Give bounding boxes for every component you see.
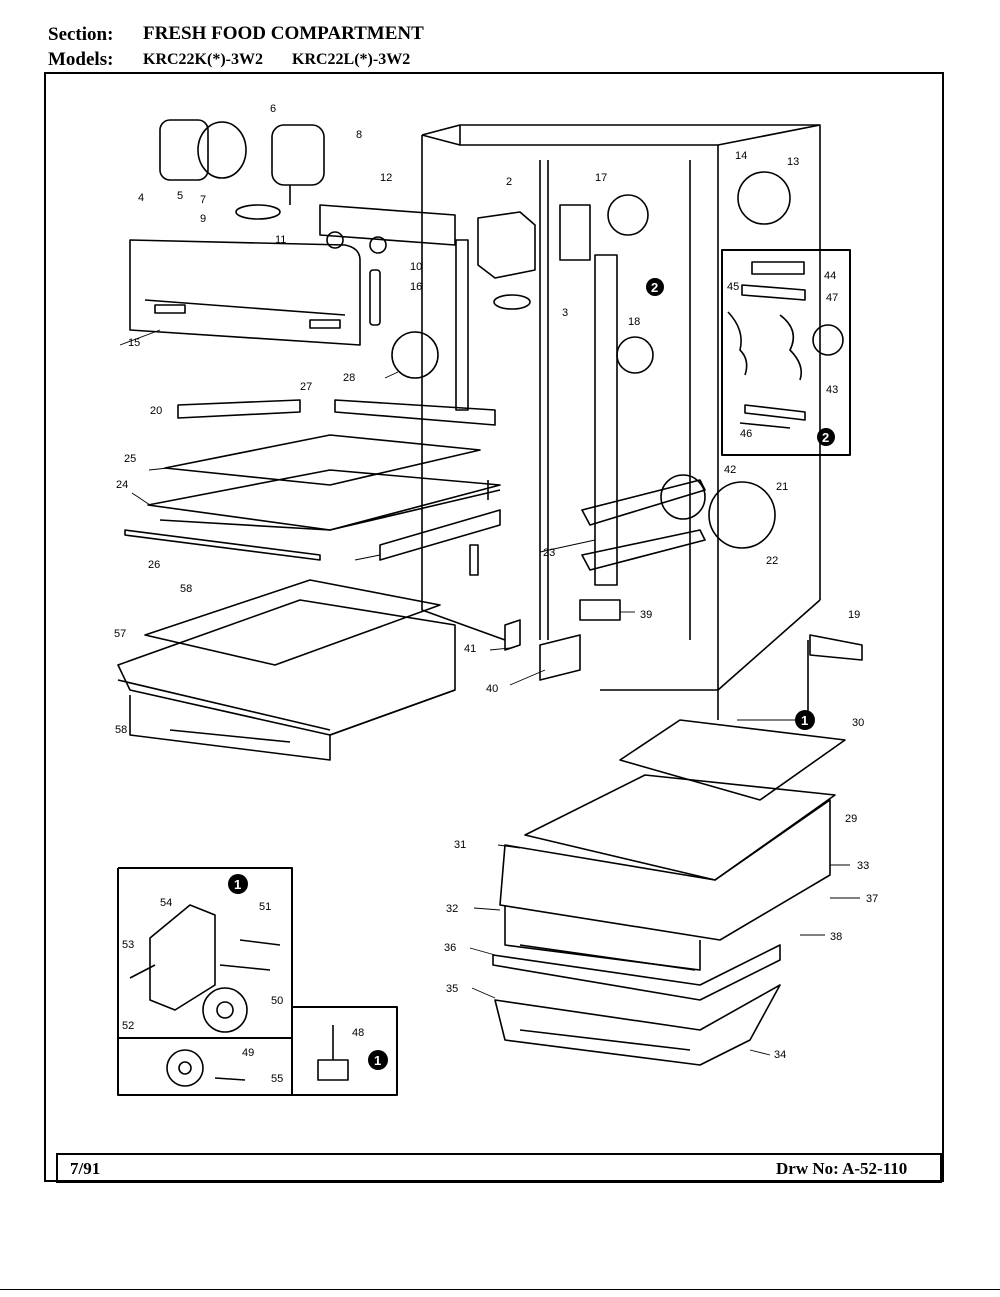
part-label: 48 [352, 1027, 364, 1039]
part-label: 23 [543, 547, 555, 559]
part-label: 25 [124, 453, 136, 465]
part-label: 4 [138, 192, 144, 204]
part-label: 24 [116, 479, 128, 491]
part-number-labels: 2 3 4 5 6 7 8 9 10 11 12 13 14 15 16 17 … [114, 103, 878, 1085]
part-label: 3 [562, 307, 568, 319]
models-label: Models: [48, 49, 114, 70]
part-label: 18 [628, 316, 640, 328]
part-label: 46 [740, 428, 752, 440]
part-label: 31 [454, 839, 466, 851]
callout-marker-1a: 1 [801, 713, 808, 728]
part-label: 58 [180, 583, 192, 595]
part-label: 19 [848, 609, 860, 621]
side-rail [455, 239, 469, 411]
part-label: 6 [270, 103, 276, 115]
part-label: 52 [122, 1020, 134, 1032]
part-label: 27 [300, 381, 312, 393]
crisper-drawer-left [117, 579, 456, 761]
part-label: 26 [148, 559, 160, 571]
part-label: 40 [486, 683, 498, 695]
callout-marker-2b: 2 [822, 430, 829, 445]
part-label: 47 [826, 292, 838, 304]
part-label: 39 [640, 609, 652, 621]
part-label: 41 [464, 643, 476, 655]
part-label: 44 [824, 270, 836, 282]
door-hinge-and-rails [504, 254, 863, 681]
model-number-2: KRC22L(*)-3W2 [292, 51, 411, 68]
part-label: 13 [787, 156, 799, 168]
hinge-detail-circle [708, 481, 776, 549]
part-label: 55 [271, 1073, 283, 1085]
footer-bar [56, 1153, 942, 1183]
part-label: 15 [128, 337, 140, 349]
part-label: 34 [774, 1049, 786, 1061]
part-label: 57 [114, 628, 126, 640]
part-label: 58 [115, 724, 127, 736]
revision-date: 7/91 [70, 1159, 101, 1178]
part-label: 50 [271, 995, 283, 1007]
part-label: 10 [410, 261, 422, 273]
refrigerator-cabinet [421, 124, 821, 720]
part-label: 36 [444, 942, 456, 954]
part-label: 7 [200, 194, 206, 206]
part-label: 30 [852, 717, 864, 729]
part-label: 11 [275, 234, 286, 246]
drawing-number: Drw No: A-52-110 [776, 1159, 908, 1178]
callout-marker-1c: 1 [374, 1053, 381, 1068]
part-label: 33 [857, 860, 869, 872]
part-label: 9 [200, 213, 206, 225]
model-number-1: KRC22K(*)-3W2 [143, 51, 263, 68]
part-label: 35 [446, 983, 458, 995]
part-label: 8 [356, 129, 362, 141]
part-label: 2 [506, 176, 512, 188]
part-label: 14 [735, 150, 747, 162]
shelf-bracket-detail [721, 249, 851, 456]
switch-detail-17 [607, 194, 649, 236]
part-label: 43 [826, 384, 838, 396]
part-label: 20 [150, 405, 162, 417]
light-shield [129, 204, 456, 346]
part-label: 37 [866, 893, 878, 905]
part-label: 49 [242, 1047, 254, 1059]
part-label: 54 [160, 897, 172, 909]
part-label: 21 [776, 481, 788, 493]
part-label: 42 [724, 464, 736, 476]
part-label: 32 [446, 903, 458, 915]
roller-detail-42 [660, 474, 706, 520]
callout-marker-1b: 1 [234, 877, 241, 892]
cam-detail-13 [737, 171, 791, 225]
callout-marker-2a: 2 [651, 280, 658, 295]
part-label: 22 [766, 555, 778, 567]
part-label: 38 [830, 931, 842, 943]
part-label: 5 [177, 190, 183, 202]
bottom-rule [0, 1289, 1000, 1290]
glass-shelf-assembly [124, 399, 501, 576]
section-label: Section: [48, 24, 114, 45]
part-label: 17 [595, 172, 607, 184]
part-label: 53 [122, 939, 134, 951]
part-label: 29 [845, 813, 857, 825]
control-box [477, 204, 591, 310]
part-label: 51 [259, 901, 271, 913]
part-label: 28 [343, 372, 355, 384]
crisper-drawer-right [492, 719, 846, 1066]
part-label: 16 [410, 281, 422, 293]
section-title: FRESH FOOD COMPARTMENT [143, 23, 424, 44]
roller-detail-inset [117, 867, 398, 1096]
light-assembly [159, 119, 325, 220]
light-socket-detail [391, 331, 439, 379]
part-label: 12 [380, 172, 392, 184]
callout-markers: 2 2 1 1 1 [228, 278, 835, 1070]
switch-detail-18 [616, 336, 654, 374]
part-label: 45 [727, 281, 739, 293]
